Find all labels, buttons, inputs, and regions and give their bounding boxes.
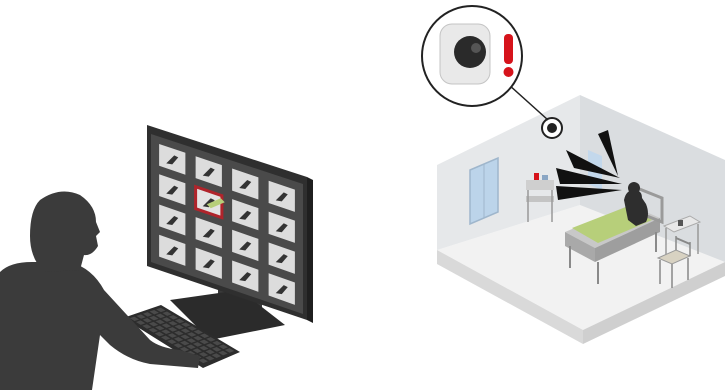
wall-camera <box>542 118 562 138</box>
exclamation-icon <box>504 34 514 77</box>
patient-head <box>628 182 640 194</box>
monitor-side <box>307 177 313 323</box>
dome-camera-icon <box>440 24 490 84</box>
operator-head <box>30 191 100 272</box>
patient-room <box>437 95 725 344</box>
monitor <box>147 125 313 340</box>
callout-leader-line <box>508 84 548 120</box>
camera-callout <box>422 6 548 120</box>
